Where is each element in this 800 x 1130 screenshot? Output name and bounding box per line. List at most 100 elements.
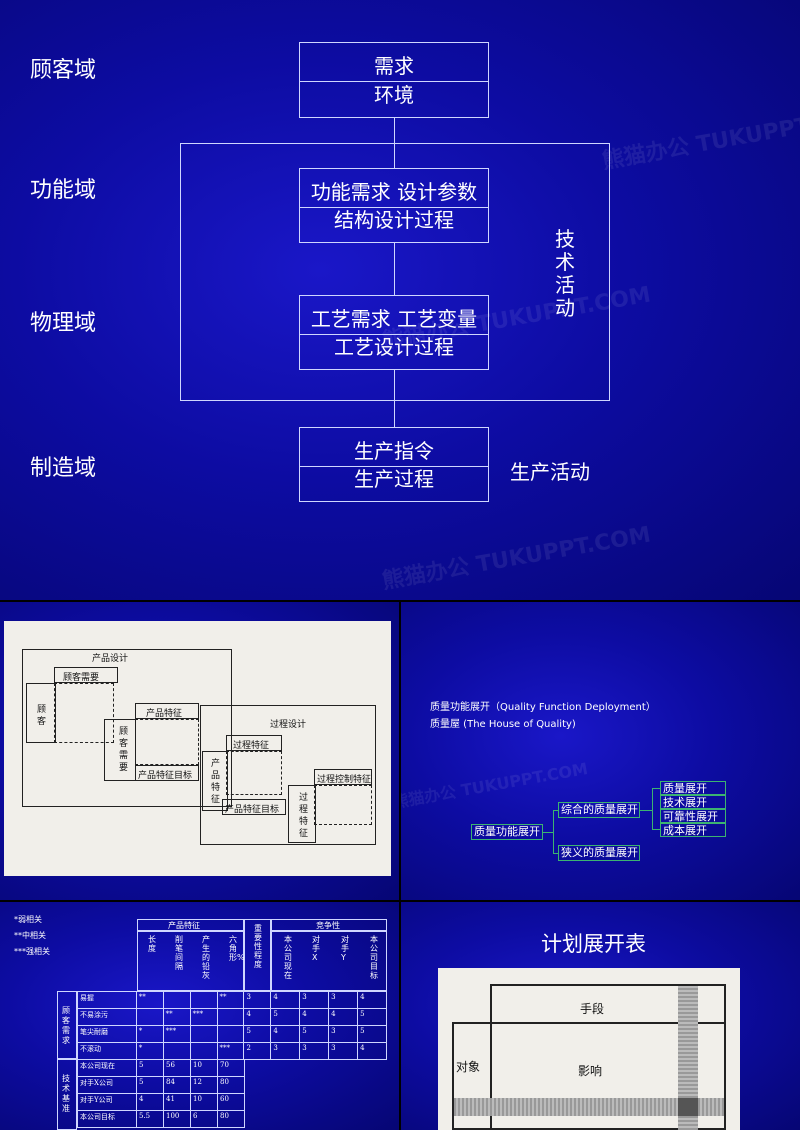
means-label: 手段 <box>580 1002 605 1016</box>
box-line: 功能需求 设计参数 <box>310 180 478 204</box>
table-cell: 不易涂污 <box>77 1008 137 1026</box>
plan-table-image: 手段 对象 影响 <box>438 968 740 1130</box>
table-cell: 对手X公司 <box>77 1076 137 1094</box>
process-features-box: 过程特征 <box>226 735 282 751</box>
box-line: 环境 <box>374 83 414 107</box>
table-cell <box>162 991 191 1009</box>
box-line: 生产过程 <box>354 467 434 491</box>
legend-strong: ***强相关 <box>14 947 50 956</box>
table-cell: 4 <box>270 991 301 1009</box>
qfd-title-line: 质量功能展开（Quality Function Deployment） <box>430 702 656 713</box>
box-line: 结构设计过程 <box>334 208 454 232</box>
process-feature-goal-box: 产品特征目标 <box>222 799 286 815</box>
slide-2-design-flow: 熊猫办公 TUKUPPT.COM 产品设计 顾客需要 顾 客 产品特征 顾 客 … <box>0 602 399 900</box>
table-cell: ** <box>135 991 164 1009</box>
slide-5-plan-deployment: 熊猫办公 TUKUPPT.COM 计划展开表 手段 对象 影响 <box>401 902 800 1130</box>
slide-title: 计划展开表 <box>541 932 646 956</box>
table-cell: 5 <box>270 1008 301 1026</box>
tech-activity-label: 技 术 活 动 <box>555 227 575 320</box>
house-of-quality-line: 质量屋 (The House of Quality) <box>430 719 576 730</box>
legend-medium: **中相关 <box>14 931 46 940</box>
influence-label: 影响 <box>578 1064 603 1078</box>
table-cell: 不滚动 <box>77 1042 137 1060</box>
box-line: 工艺需求 工艺变量 <box>310 307 478 331</box>
process-box: 工艺需求 工艺变量 工艺设计过程 <box>299 295 489 370</box>
table-cell: *** <box>216 1042 245 1060</box>
table-cell <box>135 1008 164 1026</box>
table-cell: 10 <box>190 1093 218 1111</box>
importance-header: 重要性程度 <box>244 919 271 991</box>
domain-label-physical: 物理域 <box>30 311 97 336</box>
features-header: 产品特征 <box>137 919 244 931</box>
table-cell: 本公司目标 <box>77 1110 137 1128</box>
qfd-leaf-technology: 技术展开 <box>660 795 726 809</box>
connector-line <box>394 370 395 427</box>
feature-col-length: 长度 <box>148 935 156 953</box>
table-cell: 3 <box>299 1042 330 1060</box>
table-cell: 2 <box>243 1042 272 1060</box>
scanned-design-flow-image: 产品设计 顾客需要 顾 客 产品特征 顾 客 需 要 产品特征目标 过程设计 过… <box>4 621 391 876</box>
feature-col-lead: 产生的铅灰 <box>202 935 210 980</box>
table-cell: ** <box>216 991 245 1009</box>
table-cell: 对手Y公司 <box>77 1093 137 1111</box>
comp-col-y: 对手Y <box>341 935 349 962</box>
table-cell: 84 <box>163 1076 191 1094</box>
table-cell: 70 <box>217 1059 245 1077</box>
table-cell: 5 <box>299 1025 330 1043</box>
customer-needs-box: 顾客需要 <box>54 667 118 683</box>
table-cell: 10 <box>190 1059 218 1077</box>
customer-needs-vertical-box: 顾 客 需 要 <box>104 719 136 781</box>
box-line: 需求 <box>374 54 414 78</box>
table-cell: 100 <box>163 1110 191 1128</box>
table-cell: 4 <box>299 1008 330 1026</box>
table-cell: 5.5 <box>136 1110 164 1128</box>
table-cell: *** <box>162 1025 191 1043</box>
feature-col-interval: 削笔间隔 <box>175 935 183 971</box>
product-design-label: 产品设计 <box>92 654 129 664</box>
table-cell: 4 <box>136 1093 164 1111</box>
object-label: 对象 <box>456 1060 481 1074</box>
table-cell: 12 <box>190 1076 218 1094</box>
table-cell: 3 <box>243 991 272 1009</box>
table-cell: 易握 <box>77 991 137 1009</box>
requirement-environment-box: 需求 环境 <box>299 42 489 118</box>
table-cell: 3 <box>270 1042 301 1060</box>
product-feature-goal-box: 产品特征目标 <box>135 765 199 781</box>
table-cell: 4 <box>243 1008 272 1026</box>
table-cell <box>189 1042 218 1060</box>
qfd-narrow-node: 狭义的质量展开 <box>558 845 640 861</box>
functional-box: 功能需求 设计参数 结构设计过程 <box>299 168 489 243</box>
production-box: 生产指令 生产过程 <box>299 427 489 502</box>
comp-col-x: 对手X <box>312 935 320 962</box>
process-features-vertical-box: 过 程 特 征 <box>288 785 316 843</box>
table-cell: 4 <box>270 1025 301 1043</box>
table-cell: * <box>135 1025 164 1043</box>
table-cell: 4 <box>357 991 387 1009</box>
qfd-leaf-cost: 成本展开 <box>660 823 726 837</box>
table-cell: 3 <box>328 1042 359 1060</box>
table-cell: 80 <box>217 1076 245 1094</box>
table-cell: 80 <box>217 1110 245 1128</box>
table-cell: *** <box>189 1008 218 1026</box>
process-design-label: 过程设计 <box>270 720 307 730</box>
connector-line <box>394 118 395 168</box>
table-cell: 5 <box>243 1025 272 1043</box>
table-cell: 3 <box>328 1025 359 1043</box>
competition-header: 竞争性 <box>271 919 387 931</box>
table-cell: * <box>135 1042 164 1060</box>
watermark: 熊猫办公 TUKUPPT.COM <box>600 102 800 175</box>
qfd-root-node: 质量功能展开 <box>471 824 543 840</box>
group-customer-needs: 顾客需求 <box>57 991 77 1059</box>
slide-3-qfd-tree: 熊猫办公 TUKUPPT.COM 质量功能展开（Quality Function… <box>401 602 800 900</box>
domain-label-customer: 顾客域 <box>30 58 97 83</box>
table-cell: 5 <box>136 1076 164 1094</box>
table-cell <box>216 1008 245 1026</box>
table-cell: 4 <box>357 1042 387 1060</box>
